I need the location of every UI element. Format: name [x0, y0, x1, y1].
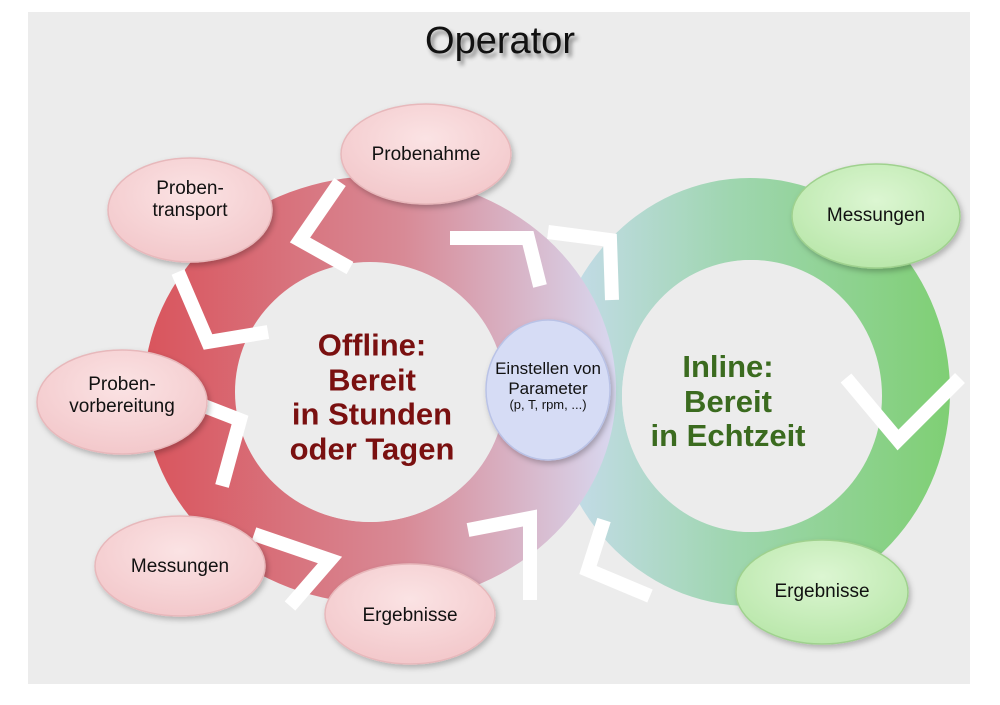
step-messungen-offline-label: Messungen: [130, 556, 230, 578]
step-probenvorbereitung-line1: Proben-: [88, 374, 156, 396]
step-messungen-inline-bubble: [791, 163, 961, 269]
inline-cycle-ring: [550, 178, 950, 606]
step-probentransport-line1: Proben-: [156, 178, 224, 200]
offline-inner-disk: [238, 266, 502, 522]
diagram-title: Operator: [425, 20, 575, 63]
inline-summary-label: Inline: Bereit in Echtzeit: [650, 348, 806, 454]
offline-line4: oder Tagen: [289, 431, 455, 467]
step-probentransport-label: Proben- transport: [153, 178, 228, 222]
inline-title: Inline:: [682, 348, 774, 384]
step-probenvorbereitung-line2: vorbereitung: [69, 396, 175, 417]
center-line1: Einstellen von: [495, 358, 601, 378]
offline-line2: Bereit: [328, 362, 416, 398]
step-ergebnisse-inline-label: Ergebnisse: [774, 581, 870, 603]
step-ergebnisse-offline-label: Ergebnisse: [362, 605, 458, 627]
center-parameter-bubble: [485, 319, 611, 461]
inline-inner-disk: [622, 260, 882, 532]
center-line2: Parameter: [508, 378, 588, 398]
offline-title: Offline:: [317, 327, 427, 363]
offline-cycle-ring: [144, 176, 616, 604]
step-probentransport-line2: transport: [152, 200, 228, 221]
step-probenahme-bubble: [340, 103, 512, 205]
offline-line3: in Stunden: [291, 397, 453, 432]
step-probentransport-bubble: [107, 157, 273, 263]
step-messungen-offline-bubble: [94, 515, 266, 617]
step-messungen-inline-label: Messungen: [826, 205, 926, 227]
inline-line3: in Echtzeit: [650, 418, 806, 454]
center-parameter-label: Einstellen von Parameter (p, T, rpm, ...…: [495, 359, 601, 413]
step-probenvorbereitung-bubble: [36, 349, 208, 455]
step-probenahme-label: Probenahme: [371, 144, 481, 166]
center-line3: (p, T, rpm, ...): [509, 397, 587, 413]
step-ergebnisse-inline-bubble: [735, 539, 909, 645]
inline-line2: Bereit: [684, 383, 772, 419]
offline-summary-label: Offline: Bereit in Stunden oder Tagen: [289, 327, 455, 468]
step-ergebnisse-offline-bubble: [324, 563, 496, 665]
step-probenvorbereitung-label: Proben- vorbereitung: [69, 374, 175, 418]
